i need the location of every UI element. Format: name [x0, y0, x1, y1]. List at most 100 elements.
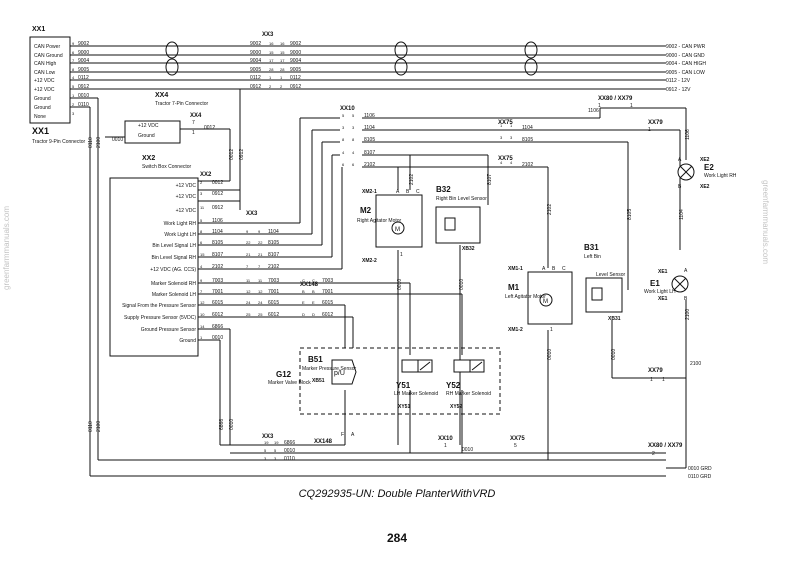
xx3-top-pin: 28	[269, 67, 274, 72]
xx3-mid-pin: 25	[246, 312, 251, 317]
xx3-mid-pin: 21	[246, 252, 251, 257]
b31-box	[585, 277, 623, 313]
xx2-pin-label: +12 VDC	[176, 183, 197, 189]
xx2-pin-number: 6	[200, 240, 203, 245]
xx1-pin-number: 5	[72, 84, 75, 89]
b32-name: Right Bin Level Sensor	[436, 196, 487, 202]
xx148-wire: 6012	[322, 312, 333, 318]
xx3-mid-pin: 9	[258, 229, 261, 234]
m2-name: Right Agitator Motor	[357, 218, 402, 224]
xx10-wire: 1104	[364, 125, 375, 131]
xx75-pin: 4	[500, 160, 503, 165]
xx3-bot-pin: 19	[274, 440, 279, 445]
xx80-top-wire: 1106	[588, 108, 599, 114]
m2-symbol: M	[395, 227, 400, 233]
xx4-pin1-label: +12 VDC	[138, 123, 159, 129]
wire-label: 2102	[409, 174, 415, 185]
xx2-pin-wire: 0912	[212, 191, 223, 197]
xx148-pin: B	[302, 289, 305, 294]
b31-conn: XB31	[608, 316, 621, 322]
motor-icon	[539, 293, 553, 307]
b51-symbol: p/U	[334, 370, 345, 377]
xx1-pin-number: 3	[72, 111, 75, 116]
xx75-wire: 2102	[522, 162, 533, 168]
m2-pin-c: C	[416, 189, 420, 195]
xx10-id: XX10	[340, 106, 355, 112]
wire-label: 0010	[459, 279, 465, 290]
xx2-pin-wire: 0012	[212, 180, 223, 186]
wire-label: 1106	[685, 129, 691, 140]
motor-icon	[391, 221, 405, 235]
xx10-pin: 6	[342, 162, 345, 167]
xx3-mid-wire: 8107	[268, 252, 279, 258]
xx1-pin-wire: 0010	[78, 93, 89, 99]
ground-terminal-label: 0110 GRD	[688, 474, 712, 480]
xx3-top-wire-in: 9005	[250, 67, 261, 73]
xx1-pin-wire: 9002	[78, 41, 89, 47]
xx3-mid-wire: 7001	[268, 289, 279, 295]
wire-label: 2100	[96, 137, 102, 148]
right-terminal-label: 0912 - 12V	[666, 87, 691, 93]
wire-label: 0110	[88, 421, 94, 432]
xx75-pin: 4	[510, 160, 513, 165]
xx3-mid-wire: 6015	[268, 300, 279, 306]
twisted-pair-icon	[165, 58, 179, 76]
m2-sub2: XM2-2	[362, 258, 377, 264]
e1-pin-b: B	[684, 296, 688, 302]
y52-solenoid: Y52 RH Marker Solenoid XY52	[446, 359, 491, 410]
xx75-pin: 1	[500, 123, 503, 128]
xx3-top-pin: 15	[269, 50, 274, 55]
twisted-pair-icon	[394, 41, 408, 59]
twisted-pair-icon	[524, 41, 538, 59]
xx2-pin-wire: 2102	[212, 264, 223, 270]
b32-id: B32	[436, 185, 451, 194]
xx2-pin-label: +12 VDC	[176, 194, 197, 200]
xx3-mid-id: XX3	[246, 211, 258, 217]
xx3-mid-pin: 25	[258, 312, 263, 317]
xx75-pin: 3	[510, 135, 513, 140]
xx3-bot-pin: 3	[274, 456, 277, 461]
xx10-pin: 4	[342, 150, 345, 155]
xx3-top-wire-in: 9000	[250, 50, 261, 56]
wires	[70, 45, 687, 477]
xx148-pin: E	[312, 300, 315, 305]
y52-coil	[453, 359, 471, 373]
xx2-pin-wire: 6866	[212, 324, 223, 330]
xx4-box	[124, 120, 181, 144]
m1-sub2: XM1-2	[508, 327, 523, 333]
m2-sub: XM2-1	[362, 189, 377, 195]
xx3-top-pin: 28	[280, 67, 285, 72]
xx2-pin-label: +12 VDC (AG. CCS)	[150, 267, 196, 273]
xx2-pin-label: Ground Pressure Sensor	[141, 327, 197, 333]
b51-id: B51	[308, 355, 323, 364]
xx79-top: XX79 1	[648, 120, 663, 133]
xx1-pin-label: CAN Ground	[34, 53, 63, 59]
b31-name: Left Bin	[584, 254, 601, 260]
xx2-pin-number: 2	[200, 180, 203, 185]
xx3-bot-id: XX3	[262, 434, 274, 440]
b32-sensor: B32 Right Bin Level Sensor XB32	[435, 185, 487, 252]
e1-id: E1	[650, 279, 660, 288]
y51-solenoid: Y51 LH Marker Solenoid XY51	[394, 359, 438, 410]
xx3-bot-pin: 3	[264, 456, 267, 461]
xx10-pin: 4	[352, 150, 355, 155]
xx2-pin-label: Bin Level Signal RH	[152, 255, 197, 261]
g12-marker-valve-block: G12 Marker Valve Block	[268, 347, 501, 415]
xx2-pin-label: Bin Level Signal LH	[152, 243, 196, 249]
e1-conn-2: XE1	[658, 296, 668, 302]
xx1-pin-wire: 0912	[78, 84, 89, 90]
xx10-wire: 8107	[364, 150, 375, 156]
xx75-bot-pin: 5	[514, 443, 517, 449]
b51-symbol-box	[331, 359, 357, 385]
xx3-mid-wire: 6012	[268, 312, 279, 318]
xx2-pin-label: Work Light RH	[164, 221, 197, 227]
xx148-id: XX148	[300, 282, 319, 288]
xx10-bot-wire: 0010	[462, 447, 473, 453]
xx1-pin-label: +12 VDC	[34, 78, 55, 84]
m1-box	[527, 271, 573, 325]
wire-label: 0010	[397, 279, 403, 290]
xx3-top-wire-in: 9002	[250, 41, 261, 47]
